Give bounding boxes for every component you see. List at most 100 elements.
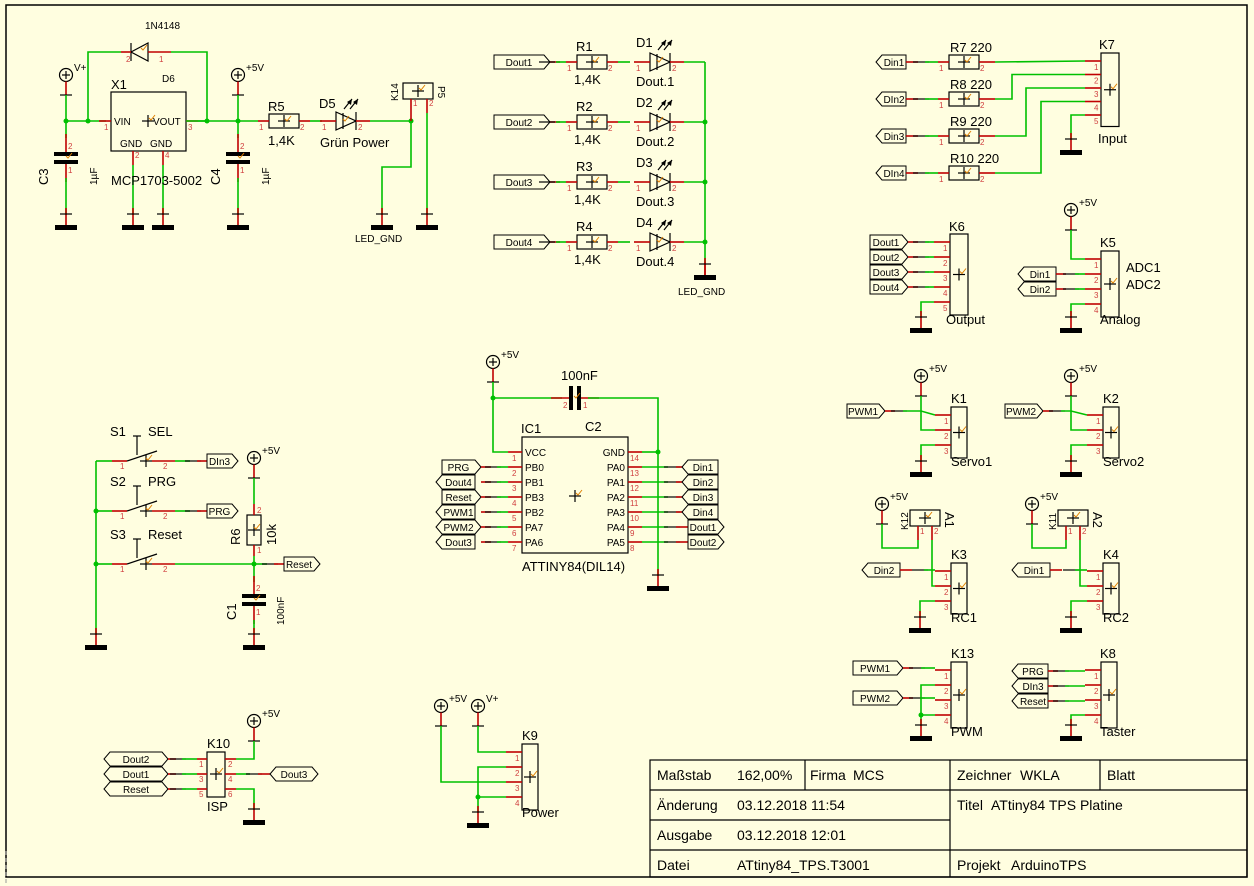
title-block-projekt-label: Projekt — [957, 857, 1001, 873]
check-mark-icon — [925, 511, 933, 518]
k10-ref: K10 — [207, 736, 230, 751]
wire — [492, 398, 508, 453]
ground-icon — [467, 823, 489, 828]
pin-number: 10 — [630, 514, 639, 523]
net-label-reset[interactable] — [283, 556, 321, 572]
net-label-dout4[interactable] — [869, 279, 909, 295]
pin-number: 1 — [567, 244, 572, 253]
pin-number: 1 — [939, 101, 944, 110]
net-label-pwm2[interactable] — [435, 519, 482, 535]
pin-number: 1 — [259, 123, 264, 132]
check-mark-icon — [1111, 582, 1119, 589]
net-label-pwm2[interactable] — [1004, 403, 1044, 419]
net-label-prg[interactable] — [441, 459, 482, 475]
k5-note-adc2: ADC2 — [1126, 277, 1161, 292]
net-label-dout2[interactable] — [869, 249, 909, 265]
pin-number: 1 — [1094, 63, 1099, 72]
net-label-dout2[interactable] — [687, 534, 725, 550]
net-label-din3[interactable] — [875, 128, 907, 144]
net-label-prg[interactable] — [206, 503, 239, 519]
net-label-pwm1[interactable] — [852, 660, 904, 676]
net-label-din3[interactable] — [206, 453, 239, 469]
net-label-din2[interactable] — [681, 474, 719, 490]
pin-number: 9 — [630, 529, 635, 538]
net-label-dout2[interactable] — [103, 751, 169, 767]
led-icon[interactable] — [649, 52, 672, 72]
ic1-pin-name: PA0 — [607, 463, 626, 474]
switch-value: SEL — [148, 424, 173, 439]
pin-number: 6 — [512, 529, 517, 538]
wire — [903, 410, 936, 416]
wire — [881, 524, 919, 549]
led-icon[interactable] — [649, 232, 672, 252]
net-label-din1[interactable] — [681, 459, 719, 475]
net-label-text: PRG — [209, 507, 231, 518]
net-label-dout4[interactable] — [435, 474, 476, 490]
net-label-dout3[interactable] — [493, 174, 551, 190]
pin-number: 1 — [920, 527, 925, 536]
net-label-reset[interactable] — [441, 489, 482, 505]
supply-label: +5V — [262, 446, 280, 457]
net-label-text: Din3 — [693, 493, 714, 504]
net-label-reset[interactable] — [1011, 693, 1049, 709]
net-label-din2[interactable] — [875, 91, 907, 107]
net-label-din1[interactable] — [1011, 562, 1051, 578]
ground-icon — [416, 225, 438, 230]
check-mark-icon — [253, 523, 261, 530]
title-block-massstab-value: 162,00% — [737, 767, 792, 783]
wire — [920, 396, 935, 431]
wire — [1070, 114, 1085, 140]
pin-number: 1 — [944, 672, 949, 681]
net-label-reset[interactable] — [103, 781, 169, 797]
net-label-prg[interactable] — [1011, 663, 1049, 679]
net-label-dout3[interactable] — [435, 534, 476, 550]
net-label-dout1[interactable] — [869, 234, 909, 250]
net-label-din3[interactable] — [1011, 678, 1049, 694]
net-label-dout4[interactable] — [493, 234, 551, 250]
rc-ref: K4 — [1103, 547, 1119, 562]
ground-icon — [1060, 472, 1082, 477]
net-label-pwm2[interactable] — [852, 690, 904, 706]
net-label-pwm1[interactable] — [846, 403, 886, 419]
ic1-pin-name: PA5 — [607, 538, 626, 549]
led-icon[interactable] — [649, 112, 672, 132]
net-label-dout3[interactable] — [269, 766, 319, 782]
pin-number: 4 — [1094, 306, 1099, 315]
net-label-din3[interactable] — [681, 489, 719, 505]
rc-value: RC2 — [1103, 610, 1129, 625]
regulator-ref: X1 — [111, 77, 127, 92]
net-label-text: DIn4 — [883, 169, 905, 180]
ground-icon — [1060, 328, 1082, 333]
net-label-text: PWM2 — [444, 523, 474, 534]
net-label-dout1[interactable] — [687, 519, 725, 535]
net-label-din1[interactable] — [875, 54, 907, 70]
net-label-din2[interactable] — [1017, 281, 1057, 297]
arrow-head-icon — [661, 40, 666, 46]
net-label-dout3[interactable] — [869, 264, 909, 280]
led-icon[interactable] — [649, 172, 672, 192]
net-label-text: PWM2 — [860, 694, 890, 705]
title-block-datei-label: Datei — [657, 857, 690, 873]
ic1-pin-name: PA3 — [607, 508, 626, 519]
title-block — [649, 759, 1248, 878]
net-label-text: Din1 — [693, 463, 714, 474]
pin-number: 1 — [567, 184, 572, 193]
net-label-din1[interactable] — [1017, 266, 1057, 282]
pin-number: 2 — [300, 123, 305, 132]
net-label-din4[interactable] — [681, 504, 719, 520]
pin-number: 2 — [257, 506, 262, 515]
net-label-text: DIn3 — [1022, 682, 1044, 693]
net-label-din2[interactable] — [861, 562, 901, 578]
led-icon[interactable] — [335, 111, 358, 131]
supply-label: +5V — [1079, 364, 1097, 375]
net-label-dout1[interactable] — [103, 766, 169, 782]
net-label-dout1[interactable] — [493, 54, 551, 70]
net-label-dout2[interactable] — [493, 114, 551, 130]
ic1-pin-name: PA6 — [525, 538, 544, 549]
check-mark-icon — [959, 268, 967, 275]
diode-icon[interactable] — [129, 42, 149, 62]
net-label-text: Dout4 — [445, 478, 472, 489]
net-label-din4[interactable] — [875, 165, 907, 181]
net-label-pwm1[interactable] — [435, 504, 476, 520]
